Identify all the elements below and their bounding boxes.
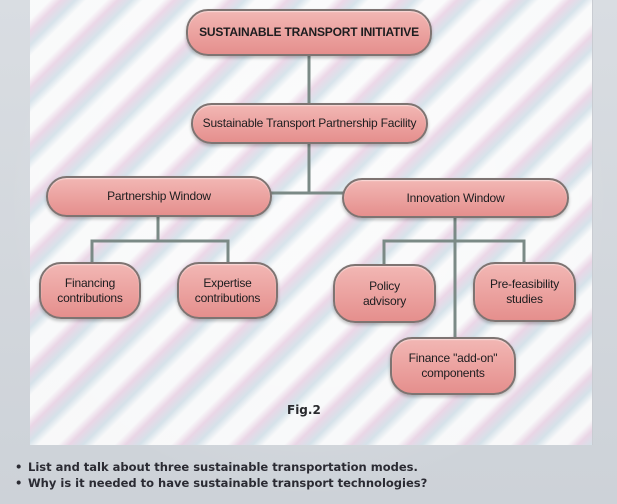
box-pre-feasibility-studies: Pre-feasibility studies	[473, 262, 576, 322]
bullet-icon: •	[15, 476, 23, 490]
box-finance-addon-components: Finance "add-on" components	[390, 337, 516, 395]
box-expertise-contributions: Expertise contributions	[177, 262, 278, 319]
question-list: • List and talk about three sustainable …	[14, 459, 427, 491]
box-innovation-window: Innovation Window	[342, 178, 569, 218]
box-financing-contributions: Financing contributions	[39, 262, 141, 319]
question-text: Why is it needed to have sustainable tra…	[28, 476, 428, 490]
box-partnership-facility: Sustainable Transport Partnership Facili…	[191, 103, 428, 144]
question-item: • Why is it needed to have sustainable t…	[14, 475, 427, 491]
box-policy-advisory: Policy advisory	[333, 264, 436, 323]
box-partnership-window: Partnership Window	[46, 176, 272, 217]
question-item: • List and talk about three sustainable …	[14, 459, 427, 475]
box-sustainable-transport-initiative: SUSTAINABLE TRANSPORT INITIATIVE	[186, 9, 432, 56]
figure-label: Fig.2	[287, 403, 321, 417]
question-text: List and talk about three sustainable tr…	[28, 460, 418, 474]
bullet-icon: •	[15, 460, 23, 474]
